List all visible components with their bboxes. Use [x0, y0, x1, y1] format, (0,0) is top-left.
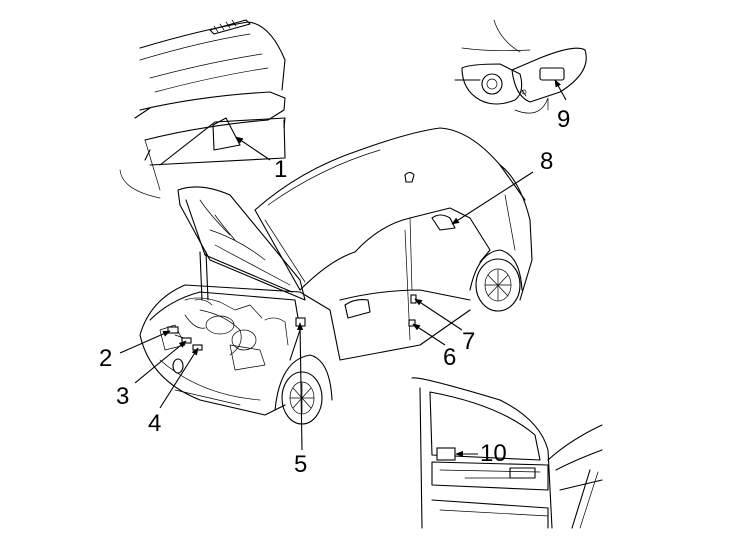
callout-numbers: 1 2 3 4 5 6 7 8 9 10	[99, 106, 570, 478]
callout-3: 3	[116, 383, 129, 410]
callout-7: 7	[462, 328, 475, 355]
leader-lines	[119, 79, 567, 458]
callout-9: 9	[557, 106, 570, 133]
callout-10: 10	[480, 440, 507, 467]
fuel-door-inset	[454, 19, 587, 114]
vehicle-body	[139, 127, 533, 425]
callout-2: 2	[99, 345, 112, 372]
callout-1: 1	[274, 156, 287, 183]
hood-underside-inset	[119, 19, 286, 199]
callout-4: 4	[148, 410, 161, 437]
callout-6: 6	[443, 344, 456, 371]
door-frame-inset	[411, 377, 603, 529]
callout-5: 5	[294, 451, 307, 478]
callout-8: 8	[540, 148, 553, 175]
